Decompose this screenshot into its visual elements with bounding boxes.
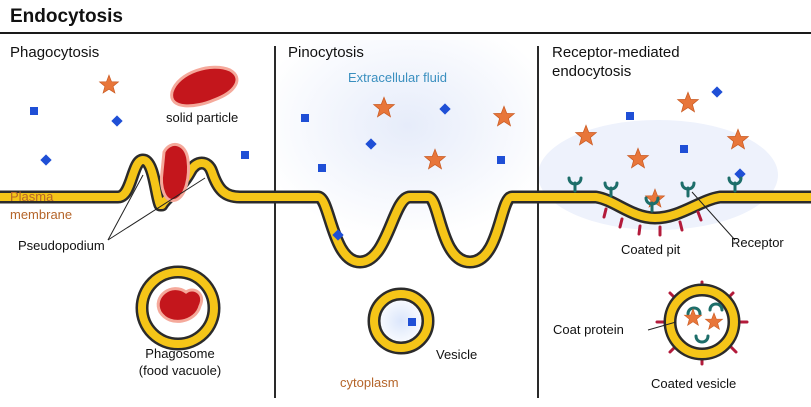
star-rec-1 bbox=[677, 91, 699, 113]
square-phago-4 bbox=[241, 151, 249, 159]
pinocytosis-heading: Pinocytosis bbox=[288, 44, 364, 61]
square-phago-2 bbox=[111, 115, 123, 127]
pseudopodium-pointer-2 bbox=[107, 177, 206, 241]
receptor-5 bbox=[727, 176, 743, 193]
coat-protein-label: Coat protein bbox=[553, 322, 624, 337]
receptor-2 bbox=[603, 181, 619, 198]
phagosome-particle bbox=[156, 287, 203, 323]
coated-vesicle bbox=[655, 280, 749, 366]
receptor-4 bbox=[680, 181, 696, 198]
phagosome-label-2: (food vacuole) bbox=[139, 363, 221, 378]
solid-particle-label: solid particle bbox=[166, 110, 238, 125]
square-rec-2 bbox=[626, 112, 634, 120]
coated-vesicle-label: Coated vesicle bbox=[651, 376, 736, 391]
phagocytosis-heading: Phagocytosis bbox=[10, 44, 99, 61]
solid-particle-top bbox=[170, 65, 239, 108]
square-pino-invag bbox=[332, 229, 344, 241]
square-rec-4 bbox=[734, 168, 746, 180]
square-pino-4 bbox=[318, 164, 326, 172]
cytoplasm-label: cytoplasm bbox=[340, 375, 399, 390]
plasma-membrane-label-1: Plasma bbox=[10, 189, 54, 204]
receptor-heading-1: Receptor-mediated bbox=[552, 44, 680, 61]
phagosome-label-1: Phagosome bbox=[145, 346, 214, 361]
engulfed-particle bbox=[160, 143, 190, 203]
coated-pit-label: Coated pit bbox=[621, 242, 681, 257]
receptor-1 bbox=[567, 176, 583, 193]
plasma-membrane bbox=[0, 153, 811, 269]
pit-coat-proteins bbox=[602, 207, 703, 237]
square-vesicle bbox=[408, 318, 416, 326]
plasma-membrane-label-2: membrane bbox=[10, 207, 72, 222]
diagram-title: Endocytosis bbox=[10, 6, 123, 27]
vesicle-label: Vesicle bbox=[436, 347, 477, 362]
square-phago-1 bbox=[30, 107, 38, 115]
extracellular-fluid-label: Extracellular fluid bbox=[348, 70, 447, 85]
square-phago-3 bbox=[40, 154, 52, 166]
square-pino-5 bbox=[497, 156, 505, 164]
square-pino-1 bbox=[301, 114, 309, 122]
square-rec-3 bbox=[680, 145, 688, 153]
receptors bbox=[567, 176, 743, 213]
pinocytic-vesicle bbox=[367, 287, 435, 355]
pseudopodium-label: Pseudopodium bbox=[18, 238, 105, 253]
receptor-heading-2: endocytosis bbox=[552, 63, 631, 80]
receptor-3 bbox=[644, 196, 660, 213]
phagosome bbox=[135, 265, 221, 351]
star-phago-1 bbox=[99, 74, 119, 94]
square-pino-3 bbox=[365, 138, 377, 150]
pseudopodium-pointer-1 bbox=[107, 174, 144, 241]
square-rec-1 bbox=[711, 86, 723, 98]
coat-protein-pointer bbox=[647, 321, 677, 331]
title-bar: Endocytosis bbox=[0, 0, 811, 34]
receptor-pointer bbox=[691, 191, 736, 241]
receptor-label: Receptor bbox=[731, 235, 784, 250]
star-coated-vesicle-2 bbox=[705, 312, 723, 330]
